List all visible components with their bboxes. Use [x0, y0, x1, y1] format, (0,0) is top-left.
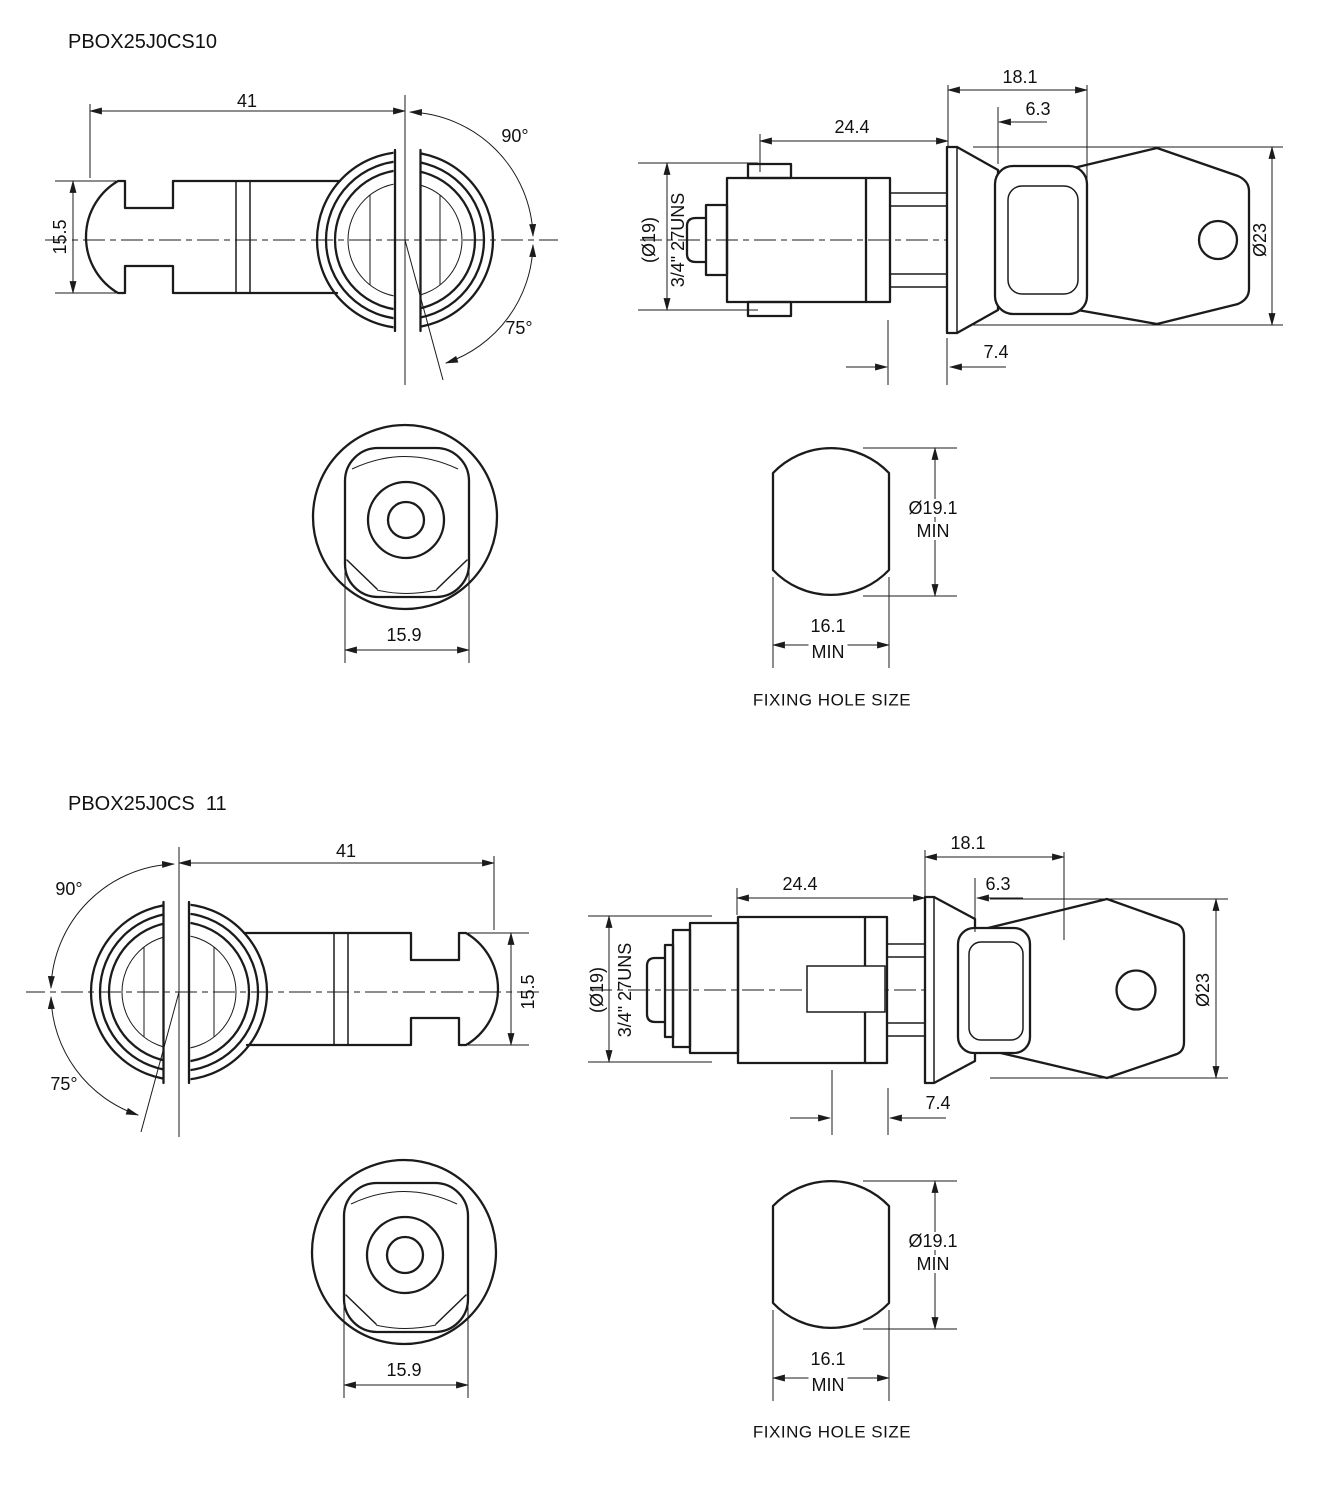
angle-label-75: 75°	[50, 1074, 78, 1094]
body-slot	[806, 965, 886, 1013]
dim-label-hole-dia: Ø19.1	[905, 499, 961, 517]
body-tab	[746, 162, 793, 180]
dim-label-thread-dia: (Ø19)	[639, 216, 659, 264]
dim-label-length: 41	[236, 91, 258, 111]
fixing-hole-caption: FIXING HOLE SIZE	[752, 1422, 912, 1442]
grip-pad	[1007, 185, 1079, 295]
dim-label-hole-width: 16.1	[810, 616, 846, 636]
dim-label-panel-offset: 7.4	[983, 342, 1009, 362]
drawing-1	[45, 85, 1283, 668]
key-ring-hole	[1115, 969, 1157, 1011]
flange	[945, 145, 1000, 335]
dim-label-hole-dia: Ø19.1	[905, 1232, 961, 1250]
cam-tip	[685, 216, 708, 264]
dim-label-hole-width: 16.1	[810, 1349, 846, 1369]
cam-band	[663, 943, 675, 1039]
angle-label-90: 90°	[501, 126, 529, 146]
body-tab	[746, 300, 793, 318]
part-number-2: PBOX25J0CS 11	[68, 793, 227, 815]
grip	[956, 926, 1032, 1055]
dim-label-grip-depth: 6.3	[1025, 99, 1051, 119]
dim-label-thread-spec: 3/4" 27UNS	[668, 192, 688, 288]
body-shoulder	[671, 928, 692, 1049]
dim-label-across-flats: 15.9	[386, 1360, 422, 1380]
dim-label-height: 15.5	[518, 974, 538, 1010]
cam-band	[704, 203, 729, 277]
key-head	[986, 897, 1186, 1080]
body-neck	[688, 921, 740, 1055]
dim-label-head-length: 18.1	[950, 833, 986, 853]
dim-label-height: 15.5	[50, 219, 70, 255]
dim-label-thread-dia: (Ø19)	[587, 966, 607, 1014]
angle-label-75: 75°	[505, 318, 533, 338]
dim-label-key-head-dia: Ø23	[1250, 222, 1270, 258]
cam-tip	[645, 956, 667, 1024]
dim-label-hole-width-min: MIN	[808, 1376, 848, 1394]
dim-label-head-length: 18.1	[1002, 67, 1038, 87]
dim-label-across-flats: 15.9	[386, 625, 422, 645]
side-view-2	[588, 850, 1228, 1135]
dim-label-hole-dia-min: MIN	[913, 1255, 953, 1273]
dim-label-body-length: 24.4	[782, 874, 818, 894]
dim-label-grip-depth: 6.3	[985, 874, 1011, 894]
side-view-1	[638, 85, 1283, 385]
dim-label-length: 41	[335, 841, 357, 861]
dim-label-hole-width-min: MIN	[808, 643, 848, 661]
drawing-2	[26, 847, 1228, 1401]
grip	[993, 164, 1089, 316]
grip-pad	[968, 941, 1024, 1041]
fixing-hole-caption: FIXING HOLE SIZE	[752, 690, 912, 710]
key-ring-hole	[1197, 219, 1239, 261]
dim-label-panel-offset: 7.4	[925, 1093, 951, 1113]
part-number-1: PBOX25J0CS10	[68, 31, 217, 53]
dim-label-hole-dia-min: MIN	[913, 522, 953, 540]
dim-label-thread-spec: 3/4" 27UNS	[615, 942, 635, 1038]
angle-label-90: 90°	[55, 879, 83, 899]
dim-label-body-length: 24.4	[834, 117, 870, 137]
dim-label-key-head-dia: Ø23	[1193, 972, 1213, 1008]
